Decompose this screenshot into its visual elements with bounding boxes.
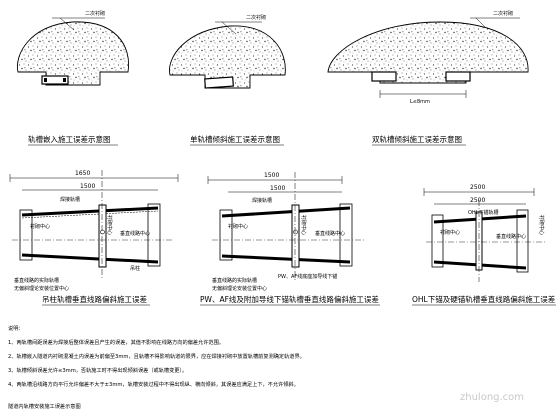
m2-right-label-1: PW、AF线底座加导线下锚 <box>278 273 337 280</box>
caption-mid-2: PW、AF线及附加导线下锚轨槽垂直线路偏斜施工误差 <box>200 294 379 304</box>
m2-right-label-0: 垂直线路中心 <box>315 230 345 237</box>
m1-bottom-label-0: 垂直线路的实际轨槽 <box>14 277 59 284</box>
lining-label-2: 二次衬砌 <box>246 14 266 21</box>
top-panel-3: L≤8mm 二次衬砌 双轨槽倾斜施工误差示意图 <box>327 10 529 146</box>
dim-m3-top: 2500 <box>470 184 485 191</box>
tunnel-lining-section-3 <box>327 21 529 84</box>
m2-left-label-0: 焊接轨槽 <box>252 197 272 204</box>
mid-panel-2: 1500 1500 焊接轨槽 衬砌中心 垂直线路中心 PW、AF线底座加导线下锚… <box>200 172 380 306</box>
watermark: zhulong.com <box>460 392 524 403</box>
rail-channel-3a <box>371 71 397 82</box>
caption-mid-1: 吊柱轨槽垂直线路偏斜施工误差 <box>42 294 147 304</box>
notes-block: 说明： 1、两轨槽间距误差为焊接后整体误差且产生的误差，其值不影响在线路方向的偏… <box>8 324 305 410</box>
m1-left-label-0: 焊接轨槽 <box>60 196 80 203</box>
lining-label-1: 二次衬砌 <box>85 10 105 17</box>
footer-title: 隧道内轨槽安装施工误差示意图 <box>8 402 81 410</box>
rail-channel-3b <box>445 71 471 82</box>
note-2: 2、轨槽嵌入隧道内衬砌混凝土内误差为前偏至3mm，且轨槽不得影响轨道的限界，应在… <box>8 352 305 360</box>
m3-left-label-1: 衬砌中心 <box>440 229 460 236</box>
m2-side-text: 衬砌中心 <box>300 215 307 235</box>
m2-left-label-1: 衬砌中心 <box>228 223 248 230</box>
m2-bottom-label-1: 无偏斜理论安装位置中心 <box>212 285 267 292</box>
m1-right-label-1: 吊柱 <box>130 265 140 272</box>
lining-label-3: 二次衬砌 <box>493 10 513 17</box>
rail-channel-2 <box>204 76 234 89</box>
caption-top-3: 双轨槽倾斜施工误差示意图 <box>372 134 462 144</box>
dim-m2-second: 1500 <box>270 185 285 192</box>
note-1: 1、两轨槽间距误差为焊接后整体误差且产生的误差，其值不影响在线路方向的偏差允许范… <box>8 338 224 346</box>
dim-m1-second: 1500 <box>80 183 95 190</box>
m1-side-text: 衬砌中心 <box>106 215 113 235</box>
rail-channel-1 <box>41 75 69 85</box>
dim-m3-second: 2500 <box>470 197 485 204</box>
dim-m2-top: 1500 <box>264 172 279 179</box>
mid-panel-1: 1650 1500 焊接轨槽 衬砌中心 垂直线路中心 吊柱 垂直线路的实际轨槽 … <box>9 170 179 306</box>
caption-top-2: 单轨槽倾斜施工误差示意图 <box>190 134 280 144</box>
dim-m1-top: 1650 <box>75 170 90 177</box>
caption-mid-3: OHL下锚及硬锚轨槽垂直线路偏斜施工误差 <box>412 294 556 304</box>
m1-right-label-0: 垂直线路中心 <box>120 230 150 237</box>
m3-right-label-0: 垂直线路中心 <box>496 233 526 240</box>
tunnel-lining-section-1 <box>16 21 130 86</box>
m3-side-text: 衬砌中心 <box>538 215 545 235</box>
m3-left-label-0: OHL下锚轨槽 <box>468 209 498 216</box>
dimension-L: L≤8mm <box>410 99 430 105</box>
caption-top-1: 轨槽嵌入施工误差示意图 <box>28 134 111 144</box>
m1-bottom-label-1: 无偏斜理论安装位置中心 <box>14 285 69 292</box>
m1-left-label-1: 衬砌中心 <box>30 223 50 230</box>
mid-panel-3: 2500 2500 OHL下锚轨槽 衬砌中心 垂直线路中心 衬砌中心 OHL下锚… <box>412 184 556 306</box>
m2-bottom-label-0: 垂直线路的实际轨槽 <box>212 277 257 284</box>
notes-title: 说明： <box>8 324 24 332</box>
note-4: 4、两轨槽沿线路方向平行允许偏差不大于±3mm，轨槽安装过程中不得出现纵、横向倾… <box>8 380 299 388</box>
top-panel-1: 二次衬砌 轨槽嵌入施工误差示意图 <box>16 10 130 146</box>
top-panel-2: 二次衬砌 单轨槽倾斜施工误差示意图 <box>169 14 286 146</box>
tunnel-lining-section-2 <box>169 25 286 89</box>
note-3: 3、轨槽倾斜误差允许≤3mm，否轨施工时不得出现倾斜误差（或轨槽变更）。 <box>8 366 187 374</box>
